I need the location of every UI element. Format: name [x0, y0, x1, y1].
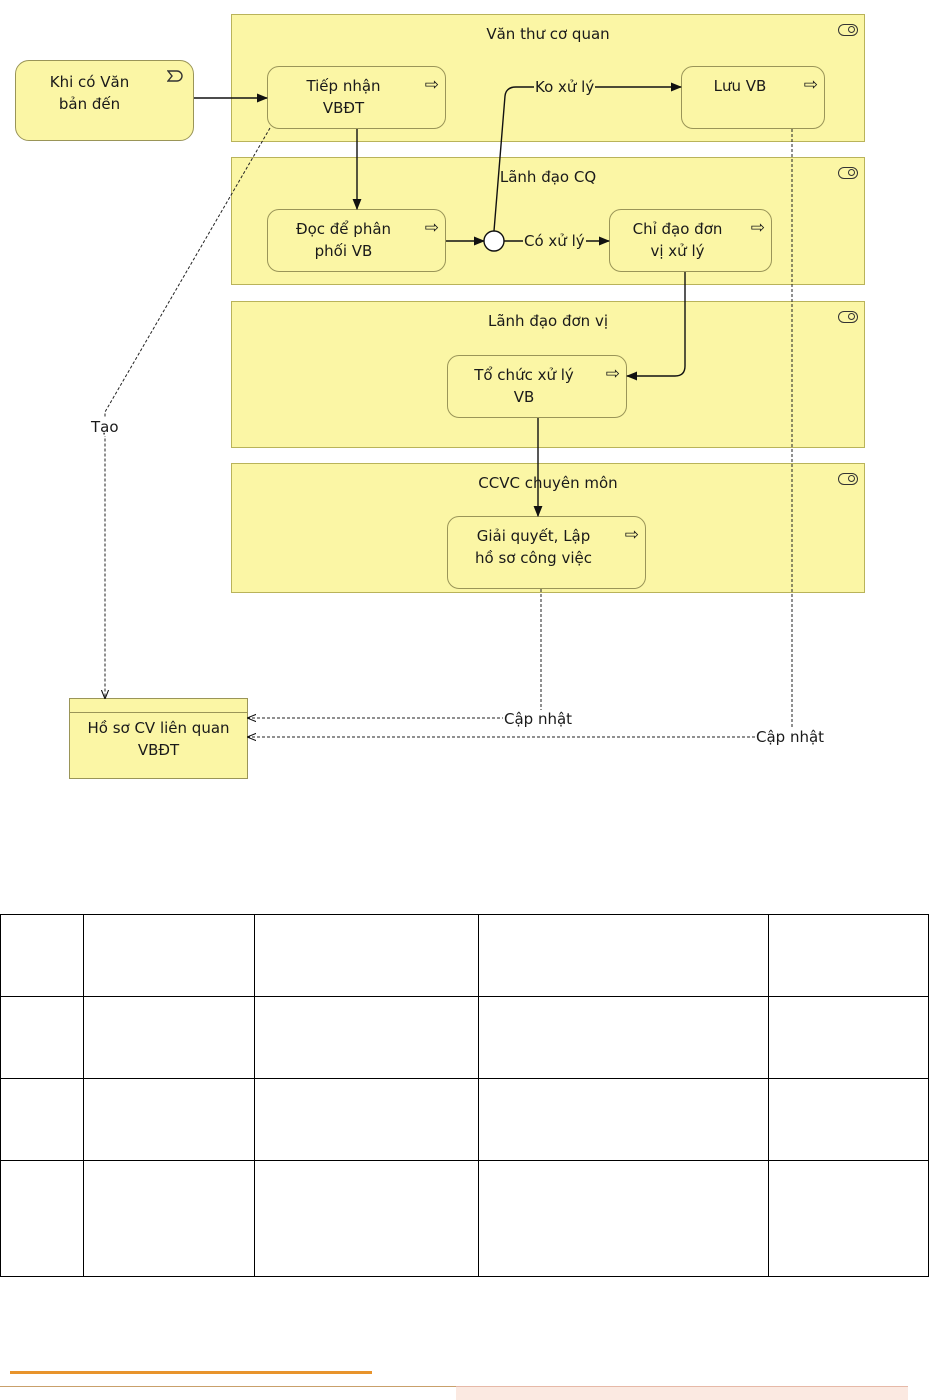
table-cell	[478, 996, 770, 1079]
event-icon	[167, 70, 183, 82]
table-cell	[253, 1078, 480, 1161]
table-row	[0, 996, 929, 1079]
process-label: Chỉ đạo đơn vị xử lý	[632, 220, 723, 260]
empty-table	[0, 914, 929, 1277]
event-label: Khi có Văn bản đến	[49, 73, 130, 113]
table-cell	[82, 914, 255, 997]
table-row	[0, 1160, 929, 1277]
process-arrow-icon: ⇨	[605, 364, 620, 384]
table-cell	[768, 914, 929, 997]
process-label: Đọc để phân phối VB	[295, 220, 392, 260]
lane-title: Văn thư cơ quan	[486, 25, 610, 43]
table-cell	[768, 996, 929, 1079]
role-icon	[838, 473, 858, 485]
lane-title: CCVC chuyên môn	[478, 474, 618, 492]
table-cell	[478, 1160, 770, 1277]
data-object-ho-so-cv[interactable]: Hồ sơ CV liên quan VBĐT	[69, 698, 248, 779]
flow-chi-dao-to-to-chuc	[625, 272, 686, 381]
role-icon	[838, 311, 858, 323]
process-chi-dao[interactable]: Chỉ đạo đơn vị xử lý ⇨	[609, 209, 772, 272]
table-cell	[253, 996, 480, 1079]
table-row	[0, 914, 929, 997]
process-label: Tổ chức xử lý VB	[474, 366, 574, 406]
table-cell	[768, 1160, 929, 1277]
process-label: Giải quyết, Lập hồ sơ công việc	[475, 527, 592, 567]
process-arrow-icon: ⇨	[424, 218, 439, 238]
edge-label-tao: Tạo	[90, 418, 120, 436]
table-cell	[768, 1078, 929, 1161]
table-cell	[0, 1078, 84, 1161]
role-icon	[838, 24, 858, 36]
process-label: Lưu VB	[713, 77, 767, 95]
lane-title: Lãnh đạo đơn vị	[487, 312, 608, 330]
edge-label-co-xu-ly: Có xử lý	[523, 232, 586, 250]
table-cell	[0, 1160, 84, 1277]
footer-accent-line	[10, 1371, 372, 1374]
lane-title: Lãnh đạo CQ	[499, 168, 597, 186]
table-cell	[82, 1078, 255, 1161]
table-cell	[478, 914, 770, 997]
table-cell	[253, 914, 480, 997]
connectors	[0, 82, 793, 800]
relation-tao	[105, 127, 271, 698]
data-object-label: Hồ sơ CV liên quan VBĐT	[87, 719, 230, 759]
process-arrow-icon: ⇨	[750, 218, 765, 238]
footer-left-band	[0, 1386, 456, 1400]
edge-label-cap-nhat-1: Cập nhật	[503, 710, 574, 728]
edge-label-cap-nhat-2: Cập nhật	[755, 728, 826, 746]
process-to-chuc[interactable]: Tổ chức xử lý VB ⇨	[447, 355, 627, 418]
table-cell	[253, 1160, 480, 1277]
event-khi-co-van-ban-den[interactable]: Khi có Văn bản đến	[15, 60, 194, 141]
process-label: Tiếp nhận VBĐT	[306, 77, 381, 117]
table-cell	[0, 996, 84, 1079]
table-cell	[0, 914, 84, 997]
process-giai-quyet[interactable]: Giải quyết, Lập hồ sơ công việc ⇨	[447, 516, 646, 589]
edge-label-ko-xu-ly: Ko xử lý	[534, 78, 596, 96]
footer-right-band	[456, 1386, 908, 1400]
flow-ko-xu-ly	[493, 82, 683, 232]
process-arrow-icon: ⇨	[624, 525, 639, 545]
process-arrow-icon: ⇨	[424, 75, 439, 95]
process-arrow-icon: ⇨	[803, 75, 818, 95]
table-row	[0, 1078, 929, 1161]
process-luu-vb[interactable]: Lưu VB ⇨	[681, 66, 825, 129]
relation-cap-nhat-2	[248, 129, 793, 737]
table-cell	[478, 1078, 770, 1161]
table-cell	[82, 1160, 255, 1277]
process-doc-phan-phoi[interactable]: Đọc để phân phối VB ⇨	[267, 209, 446, 272]
junction-circle	[483, 230, 505, 252]
process-tiep-nhan[interactable]: Tiếp nhận VBĐT ⇨	[267, 66, 446, 129]
relation-cap-nhat-1	[248, 589, 542, 718]
role-icon	[838, 167, 858, 179]
data-object-header	[70, 699, 247, 713]
table-cell	[82, 996, 255, 1079]
